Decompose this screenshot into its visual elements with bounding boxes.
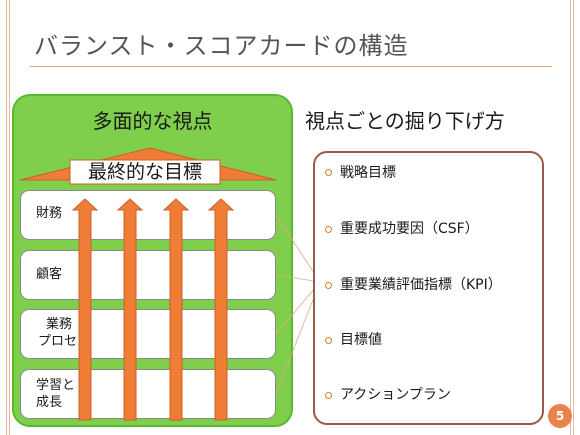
- drilldown-heading: 視点ごとの掘り下げ方: [305, 109, 505, 133]
- perspective-box-finance: [20, 190, 276, 240]
- perspective-label-line: 財務: [36, 206, 63, 221]
- perspective-label-line: 学習と: [36, 378, 76, 393]
- perspective-box-learning: [20, 369, 276, 419]
- perspectives-panel-title: 多面的な視点: [92, 109, 213, 133]
- title-underline: [30, 66, 552, 67]
- flow-item-target-value: 目標値: [340, 332, 382, 348]
- goal-arrow-body: [69, 159, 221, 185]
- bullet-icon: [325, 226, 332, 233]
- slide-title: バランスト・スコアカードの構造: [34, 32, 409, 60]
- perspective-box-process: [20, 309, 276, 359]
- drilldown-flow-box: [313, 151, 544, 425]
- perspective-box-customer: [20, 250, 276, 300]
- bullet-icon: [325, 169, 332, 176]
- bullet-icon: [325, 392, 332, 399]
- up-arrow: [207, 198, 235, 421]
- flow-item-kpi: 重要業績評価指標（KPI）: [340, 277, 502, 293]
- page-number-badge: 5: [548, 404, 572, 428]
- right-border-line-inner: [573, 0, 574, 435]
- flow-item-strategic-goal: 戦略目標: [340, 165, 396, 181]
- perspective-label-customer: 顧客: [36, 266, 62, 283]
- up-arrow: [162, 198, 190, 421]
- flow-item-action-plan: アクションプラン: [340, 387, 451, 403]
- right-border-line: [570, 0, 571, 435]
- left-border-line-inner: [9, 0, 10, 435]
- up-arrow: [71, 198, 99, 421]
- perspective-label-line: 成長: [36, 395, 63, 410]
- left-border-line: [6, 0, 7, 435]
- perspective-label-process: 業務 プロセス: [38, 316, 90, 350]
- final-goal-label: 最終的な目標: [87, 161, 202, 183]
- perspective-label-line: プロセス: [38, 334, 91, 349]
- bullet-icon: [325, 337, 332, 344]
- connector-lines: [275, 214, 321, 395]
- perspective-label-learning: 学習と 成長: [36, 377, 75, 411]
- flow-item-csf: 重要成功要因（CSF）: [340, 221, 479, 237]
- up-arrow: [116, 198, 144, 421]
- perspective-label-line: 顧客: [36, 267, 63, 282]
- perspective-label-line: 業務: [46, 317, 73, 332]
- bullet-icon: [325, 282, 332, 289]
- perspective-label-finance: 財務: [36, 205, 62, 222]
